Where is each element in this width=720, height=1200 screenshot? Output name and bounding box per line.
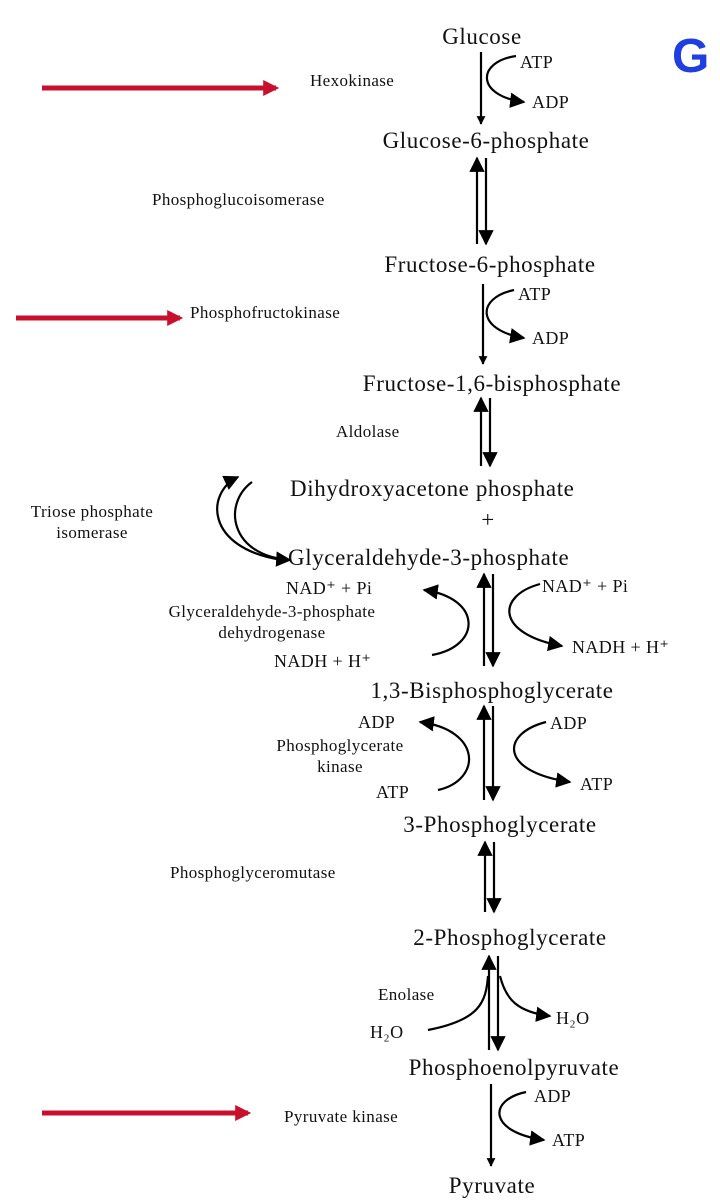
enzyme-phosphoglycerate-kinase-line2: kinase [317,757,363,776]
step-phosphoglycerate-kinase-arrows [418,704,572,802]
enzyme-phosphofructokinase: Phosphofructokinase [190,303,340,322]
metabolite-1-3-bisphosphoglycerate: 1,3-Bisphosphoglycerate [370,678,613,703]
cofactor-gapdh-left-nad: NAD⁺ + Pi [286,578,372,598]
enzyme-phosphoglycerate-kinase-line1: Phosphoglycerate [276,736,403,755]
cofactor-hexokinase-atp: ATP [520,52,553,72]
step-phosphoglyceromutase-arrows [477,840,502,914]
cofactor-pfk-adp: ADP [532,328,569,348]
metabolite-glucose: Glucose [442,24,522,49]
enzyme-aldolase: Aldolase [336,422,400,441]
metabolite-phosphoenolpyruvate: Phosphoenolpyruvate [409,1055,620,1080]
enzyme-phosphoglyceromutase: Phosphoglyceromutase [170,863,336,882]
enzyme-gapdh-line1: Glyceraldehyde-3-phosphate [169,602,376,621]
metabolite-glucose-6-phosphate: Glucose-6-phosphate [383,128,590,153]
step-gapdh-arrows [422,572,564,668]
enzyme-triose-phosphate-isomerase-line2: isomerase [56,523,128,542]
cofactor-gapdh-right-nad: NAD⁺ + Pi [542,576,628,596]
cofactor-enolase-right-water: H₂O [556,1008,589,1028]
step-phosphoglucoisomerase-arrows [469,156,494,246]
cofactor-pgk-right-adp: ADP [550,713,587,733]
cofactor-gapdh-left-nadh: NADH + H⁺ [274,651,371,671]
metabolite-3-phosphoglycerate: 3-Phosphoglycerate [403,812,596,837]
metabolite-2-phosphoglycerate: 2-Phosphoglycerate [413,925,606,950]
cofactor-pk-adp: ADP [534,1086,571,1106]
step-triose-phosphate-isomerase-arrows [216,475,292,567]
metabolite-dihydroxyacetone-phosphate: Dihydroxyacetone phosphate [290,476,575,501]
enzyme-pyruvate-kinase: Pyruvate kinase [284,1107,398,1126]
cofactor-hexokinase-adp: ADP [532,92,569,112]
step-enolase-arrows [427,954,552,1052]
metabolite-fructose-6-phosphate: Fructose-6-phosphate [384,252,595,277]
enzyme-phosphoglucoisomerase: Phosphoglucoisomerase [152,190,325,209]
step-pyruvate-kinase-arrows [486,1084,546,1167]
step-aldolase-arrows [473,396,498,468]
plus-sign: + [481,507,495,532]
metabolite-pyruvate: Pyruvate [449,1173,536,1198]
enzyme-enolase: Enolase [378,985,435,1004]
enzyme-gapdh-line2: dehydrogenase [218,623,325,642]
step-phosphofructokinase-arrows [478,284,526,365]
cofactor-gapdh-right-nadh: NADH + H⁺ [572,637,669,657]
metabolite-glyceraldehyde-3-phosphate: Glyceraldehyde-3-phosphate [288,545,569,570]
cofactor-pfk-atp: ATP [518,284,551,304]
cofactor-pgk-left-atp: ATP [376,782,409,802]
cofactor-enolase-left-water: H₂O [370,1022,403,1042]
step-hexokinase-arrows [476,52,526,125]
enzyme-triose-phosphate-isomerase-line1: Triose phosphate [31,502,153,521]
enzyme-hexokinase: Hexokinase [310,71,394,90]
cofactor-pgk-left-adp: ADP [358,712,395,732]
cofactor-pk-atp: ATP [552,1130,585,1150]
metabolite-fructose-1-6-bisphosphate: Fructose-1,6-bisphosphate [363,371,621,396]
corner-letter: G [672,30,709,83]
cofactor-pgk-right-atp: ATP [580,774,613,794]
